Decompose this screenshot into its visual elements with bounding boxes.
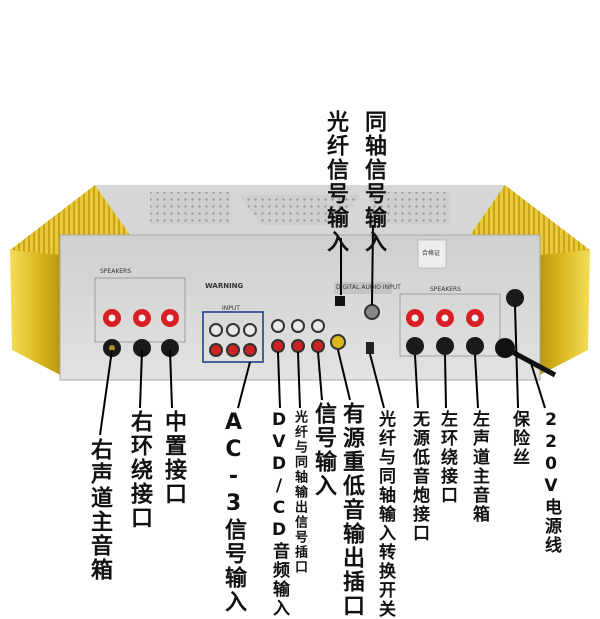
panel-digital-input: DIGITAL AUDIO INPUT	[336, 284, 401, 291]
rca-white	[209, 323, 223, 337]
label-optical-in: 光纤信号输入	[323, 110, 348, 254]
leader-left-main	[474, 354, 479, 409]
leader-fiber-coax-out	[297, 351, 301, 409]
rca-red	[291, 339, 305, 353]
vent-left	[150, 192, 230, 224]
label-left-surround: 左环绕接口	[437, 410, 457, 505]
leader-lines	[99, 224, 546, 436]
label-signal-in: 信号输入	[311, 402, 336, 498]
leader-power	[529, 359, 546, 409]
panel-input-5-1: INPUT	[222, 305, 240, 312]
terminal-hole	[471, 314, 479, 322]
leader-coaxial	[371, 224, 374, 306]
rca-white	[271, 319, 285, 333]
label-passive-sub: 无源低音炮接口	[409, 410, 429, 543]
leader-center	[169, 349, 173, 409]
label-dvd-cd-in: DVD/CD音频输入	[269, 410, 289, 618]
terminal-hole	[166, 314, 174, 322]
leader-signal-in	[317, 351, 323, 401]
leader-passive-sub	[414, 354, 419, 409]
terminal-black	[436, 337, 454, 355]
leader-left-surround	[444, 354, 447, 409]
digital-input-plate	[334, 282, 392, 294]
terminal-hole	[109, 345, 115, 351]
rca-red	[311, 339, 325, 353]
vent-center	[240, 195, 360, 225]
leader-ac3	[237, 361, 251, 409]
rca-red	[226, 343, 240, 357]
label-ac3-in: AC-3信号输入	[221, 410, 246, 614]
leader-right-main	[99, 349, 113, 436]
terminal-hole	[441, 314, 449, 322]
leader-sub-out	[337, 349, 351, 401]
leader-right-surround	[139, 349, 143, 409]
speaker-terminals-right	[406, 309, 484, 355]
optical-port	[335, 296, 345, 306]
label-fiber-coax-out: 光纤与同轴输出信号插口	[292, 410, 307, 575]
heatsink-side-right	[530, 250, 590, 380]
label-left-main: 左声道主音箱	[469, 410, 489, 524]
rca-red	[243, 343, 257, 357]
label-power-cord: 220V电源线	[541, 410, 561, 555]
input-rca-jacks	[271, 319, 346, 353]
heatsink-side-left	[10, 250, 70, 380]
label-right-main: 右声道主音箱	[87, 438, 112, 582]
leader-switch	[369, 353, 385, 409]
fuse-holder	[506, 289, 524, 307]
label-fiber-coax-switch: 光纤与同轴输入转换开关	[375, 410, 395, 619]
rca-yellow-sub-out	[330, 334, 346, 350]
rear-panel	[59, 234, 541, 381]
qc-sticker	[417, 239, 447, 269]
terminal-black	[133, 339, 151, 357]
ac3-highlight-box	[202, 311, 264, 363]
label-sub-out: 有源重低音输出插口	[339, 402, 364, 618]
terminal-black	[466, 337, 484, 355]
ac3-rca-jacks	[209, 323, 257, 357]
panel-speakers-right: SPEAKERS	[430, 286, 462, 293]
label-coaxial-in: 同轴信号输入	[361, 110, 386, 254]
vent-right	[370, 192, 450, 224]
label-right-surround: 右环绕接口	[127, 410, 152, 530]
amplifier-rear-panel-photo	[10, 185, 590, 436]
leader-dvd	[277, 351, 281, 409]
rca-white	[311, 319, 325, 333]
rca-red	[271, 339, 285, 353]
speaker-terminals-left	[103, 309, 179, 357]
rca-white	[291, 319, 305, 333]
panel-speakers-left: SPEAKERS	[100, 268, 132, 275]
terminal-black	[406, 337, 424, 355]
qc-sticker-text: 合格证	[422, 250, 441, 257]
coaxial-port	[364, 304, 380, 320]
label-center: 中置接口	[161, 410, 186, 506]
rca-red	[209, 343, 223, 357]
terminal-hole	[411, 314, 419, 322]
leader-fuse	[514, 305, 519, 409]
panel-warning: WARNING	[205, 282, 244, 290]
terminal-black	[161, 339, 179, 357]
terminal-hole	[138, 314, 146, 322]
rca-white	[226, 323, 240, 337]
switch	[366, 342, 374, 354]
rca-white	[243, 323, 257, 337]
speakers-frame-right	[399, 293, 501, 357]
terminal-hole	[108, 314, 116, 322]
label-fuse: 保险丝	[509, 410, 529, 467]
